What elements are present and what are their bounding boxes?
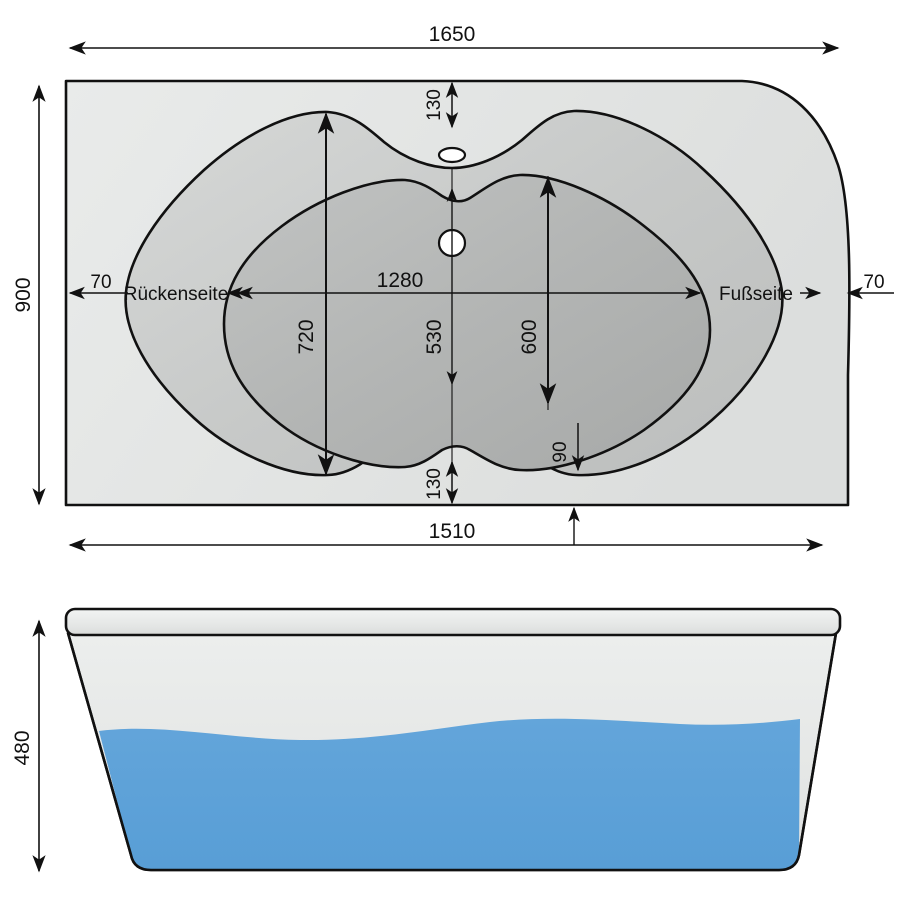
dimension-rim-offset-top: 130 bbox=[424, 81, 459, 129]
water-fill bbox=[99, 718, 800, 870]
dimension-inner-width-center: 530 bbox=[423, 187, 458, 386]
tub-rim bbox=[64, 607, 842, 637]
dimension-inner-width-right-label: 600 bbox=[518, 319, 541, 354]
dimension-depth: 480 bbox=[11, 619, 46, 873]
dimension-inner-width-right: 600 bbox=[518, 176, 557, 405]
top-view-group: 1650 900 1510 1280 720 530 bbox=[12, 23, 894, 552]
dimension-rim-offset-corner-label: 90 bbox=[550, 441, 571, 462]
dimension-rim-offset-corner: 90 bbox=[550, 423, 585, 472]
dimension-rim-offset-left-label: 70 bbox=[90, 272, 111, 293]
label-foot-side: Fußseite bbox=[719, 284, 793, 305]
dimension-rim-offset-bottom-label: 130 bbox=[424, 468, 445, 500]
dimension-overall-width: 900 bbox=[12, 84, 46, 506]
section-view-group: 480 bbox=[11, 607, 842, 873]
dimension-rim-offset-right-label: 70 bbox=[863, 272, 884, 293]
label-back-side: Rückenseite bbox=[124, 284, 229, 305]
dimension-inner-length-label: 1280 bbox=[377, 269, 424, 292]
tub-basin-outline bbox=[222, 173, 712, 472]
dimension-rim-offset-bottom: 130 bbox=[424, 460, 459, 505]
dimension-rim-offset-left: 70 bbox=[68, 272, 128, 300]
overflow-icon bbox=[437, 146, 467, 164]
dimension-base-length-label: 1510 bbox=[429, 520, 476, 543]
dimension-inner-length: 1280 bbox=[236, 269, 702, 300]
dimension-rim-offset-right: 70 bbox=[846, 272, 894, 300]
dimension-base-length: 1510 bbox=[68, 506, 824, 552]
dimension-depth-label: 480 bbox=[11, 730, 34, 765]
dimension-inner-width-left-label: 720 bbox=[295, 319, 318, 354]
dimension-overall-length-label: 1650 bbox=[429, 23, 476, 46]
dimension-overall-width-label: 900 bbox=[12, 277, 35, 312]
dimension-overall-length: 1650 bbox=[68, 23, 840, 55]
dimension-rim-offset-top-label: 130 bbox=[424, 89, 445, 121]
dimension-inner-width-center-label: 530 bbox=[423, 319, 446, 354]
dimension-inner-width-left: 720 bbox=[295, 112, 335, 476]
tub-shell-outline bbox=[66, 632, 838, 872]
